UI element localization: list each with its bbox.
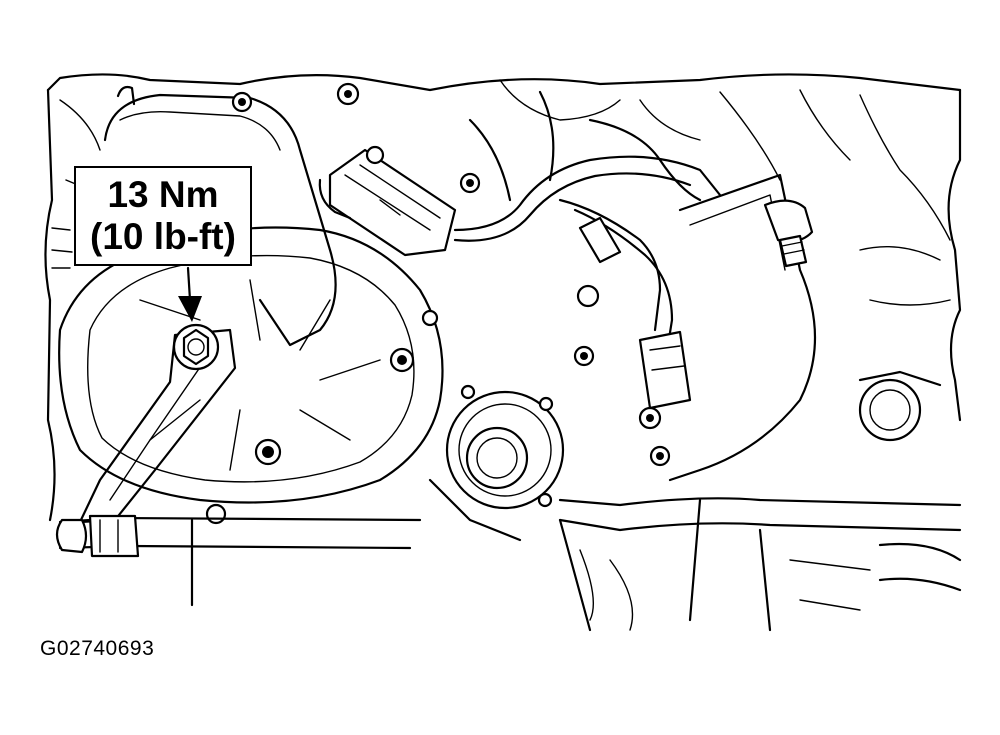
torque-value-metric: 13 Nm	[107, 174, 219, 215]
shift-linkage-arm	[55, 328, 422, 558]
bolt	[172, 323, 220, 371]
mounting-bracket	[668, 173, 942, 482]
sensor-connector	[573, 216, 692, 467]
output-shaft-seal	[445, 384, 565, 510]
crossmember	[428, 478, 962, 632]
torque-value-imperial: (10 lb-ft)	[90, 216, 236, 257]
callout-leader	[178, 266, 202, 607]
background-engine-block	[44, 73, 962, 522]
actuator-cover	[103, 82, 360, 347]
wiring-harness	[453, 90, 722, 347]
torque-callout-box: 13 Nm (10 lb-ft)	[74, 166, 252, 266]
wiring-connector	[318, 145, 481, 257]
transmission-housing	[58, 226, 444, 525]
figure-identifier: G02740693	[40, 637, 155, 660]
